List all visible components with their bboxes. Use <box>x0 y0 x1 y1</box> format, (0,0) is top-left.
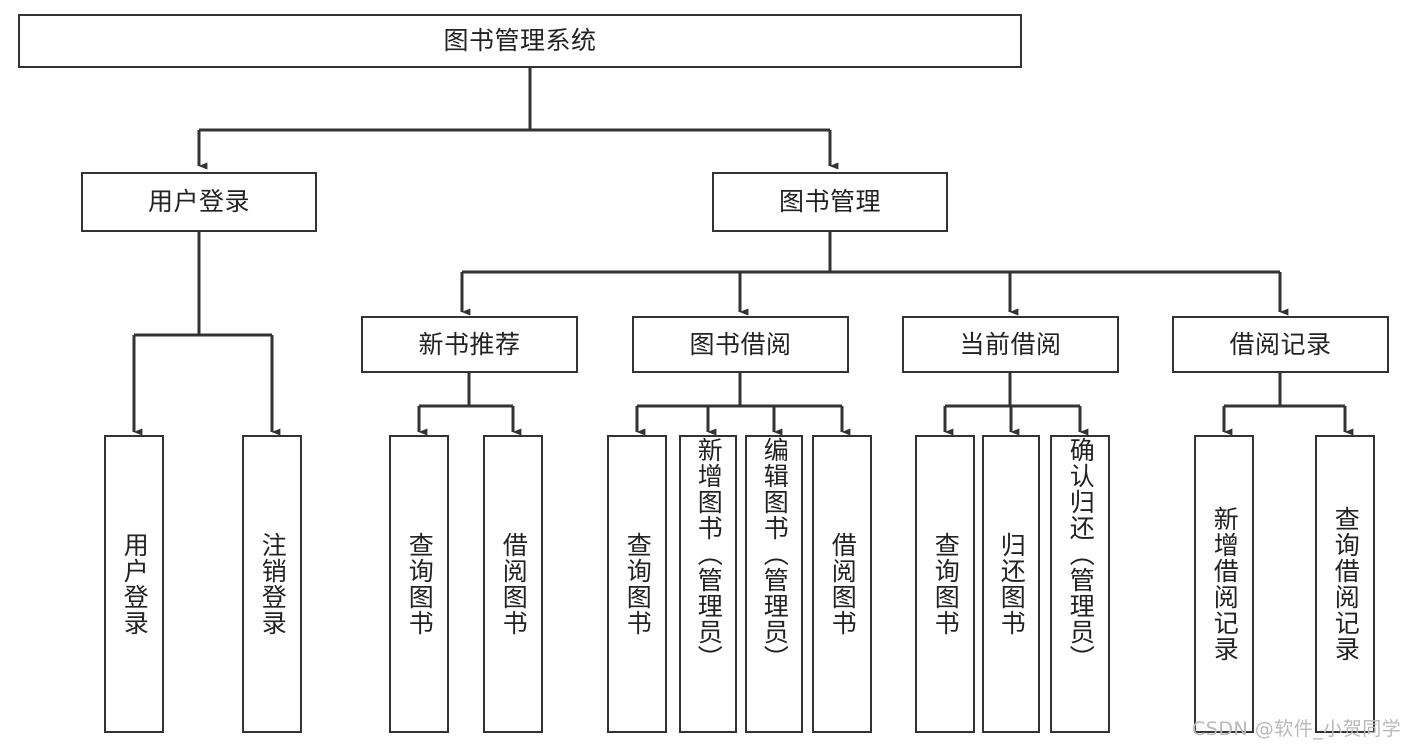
leaf-borrow-book-borrow[interactable]: 借阅图书 <box>812 435 872 733</box>
node-label: 编辑图书（管理员） <box>760 437 790 671</box>
leaf-edit-book-admin[interactable]: 编辑图书（管理员） <box>745 435 803 733</box>
leaf-query-book-new-recommend[interactable]: 查询图书 <box>389 435 449 733</box>
node-label: 注销登录 <box>258 532 288 636</box>
node-label: 当前借阅 <box>959 329 1062 359</box>
leaf-logout-login[interactable]: 注销登录 <box>242 435 302 733</box>
node-label: 查询图书 <box>623 532 653 636</box>
leaf-add-book-admin[interactable]: 新增图书（管理员） <box>679 435 737 733</box>
node-label: 新增借阅记录 <box>1210 506 1240 662</box>
csdn-watermark: CSDN @软件_小贺同学 <box>1192 718 1402 740</box>
node-label: 图书借阅 <box>689 329 792 359</box>
node-label: 查询图书 <box>931 532 961 636</box>
leaf-add-borrow-record[interactable]: 新增借阅记录 <box>1194 435 1254 733</box>
node-label: 查询图书 <box>405 532 435 636</box>
node-label: 归还图书 <box>997 532 1027 636</box>
leaf-query-borrow-record[interactable]: 查询借阅记录 <box>1315 435 1375 733</box>
node-user-login[interactable]: 用户登录 <box>81 172 317 232</box>
node-label: 图书管理系统 <box>443 26 597 56</box>
node-label: 新书推荐 <box>418 329 521 359</box>
node-book-management[interactable]: 图书管理 <box>712 172 948 232</box>
leaf-confirm-return-admin[interactable]: 确认归还（管理员） <box>1050 435 1110 733</box>
node-root-book-management-system[interactable]: 图书管理系统 <box>18 14 1022 68</box>
leaf-query-book-current[interactable]: 查询图书 <box>915 435 975 733</box>
leaf-user-login[interactable]: 用户登录 <box>104 435 164 733</box>
leaf-borrow-book-new-recommend[interactable]: 借阅图书 <box>483 435 543 733</box>
node-label: 借阅图书 <box>499 532 529 636</box>
node-current-borrow[interactable]: 当前借阅 <box>902 316 1119 373</box>
leaf-query-book-borrow[interactable]: 查询图书 <box>607 435 667 733</box>
node-label: 用户登录 <box>147 187 250 217</box>
node-label: 借阅图书 <box>828 532 858 636</box>
node-label: 图书管理 <box>778 187 881 217</box>
node-label: 用户登录 <box>120 532 150 636</box>
node-label: 新增图书（管理员） <box>694 437 724 671</box>
node-new-book-recommend[interactable]: 新书推荐 <box>361 316 578 373</box>
node-label: 借阅记录 <box>1229 329 1332 359</box>
leaf-return-book[interactable]: 归还图书 <box>982 435 1040 733</box>
node-book-borrow[interactable]: 图书借阅 <box>632 316 849 373</box>
node-borrow-record[interactable]: 借阅记录 <box>1172 316 1389 373</box>
node-label: 确认归还（管理员） <box>1066 437 1096 671</box>
node-label: 查询借阅记录 <box>1331 506 1361 662</box>
